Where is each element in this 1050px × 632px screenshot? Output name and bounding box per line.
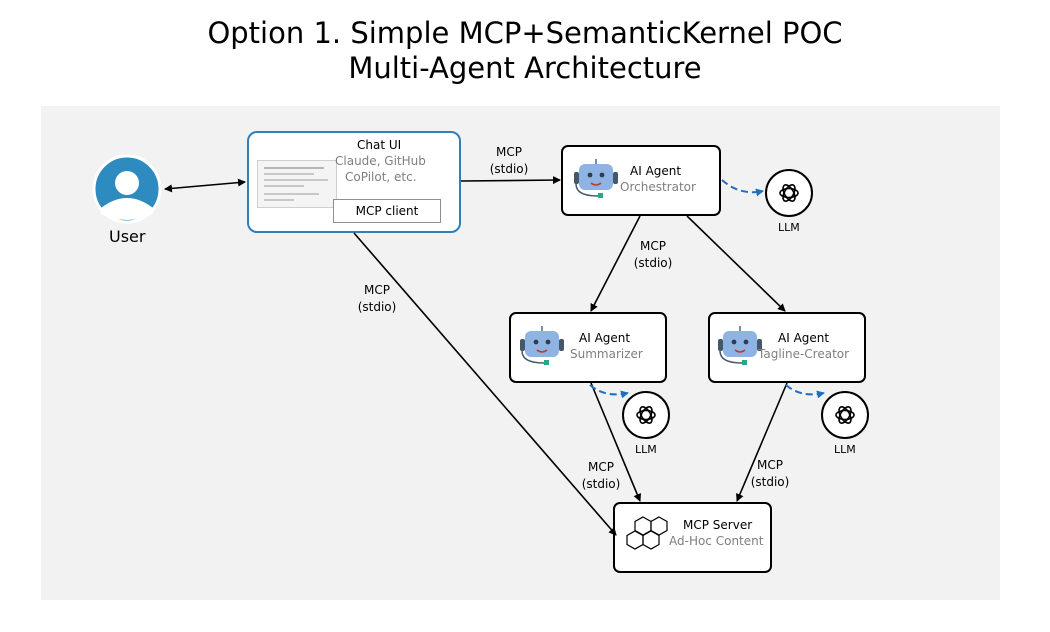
llm-orchestrator-label: LLM <box>778 221 800 234</box>
chat-server-connector <box>353 232 617 536</box>
chat-ui-box: Chat UI Claude, GitHub CoPilot, etc. MCP… <box>247 131 461 233</box>
summarizer-title: AI Agent <box>579 331 631 345</box>
edge-label-tagline-server: MCP(stdio) <box>750 458 790 489</box>
mcp-client-box: MCP client <box>333 199 441 223</box>
page-title: Option 1. Simple MCP+SemanticKernel POC <box>207 16 843 50</box>
edge-label-orchestrator-agents: MCP(stdio) <box>633 239 673 270</box>
chat-ui-title: Chat UI <box>357 138 402 152</box>
llm-tagline-openai-icon <box>821 391 869 439</box>
mcp-server-box <box>613 502 772 573</box>
chat-orchestrator-connector <box>460 176 561 185</box>
user-label: User <box>109 227 146 246</box>
llm-summarizer-label: LLM <box>635 443 657 456</box>
tagline-server-connector <box>736 382 788 502</box>
user-chat-connector <box>164 178 246 193</box>
summarizer-llm-link <box>589 384 629 399</box>
chat-ui-subtitle-2: CoPilot, etc. <box>345 170 417 184</box>
llm-orchestrator-openai-icon <box>765 169 813 217</box>
orchestrator-title: AI Agent <box>630 164 682 178</box>
user-icon <box>92 154 162 224</box>
llm-tagline-label: LLM <box>834 443 856 456</box>
summarizer-role: Summarizer <box>570 347 643 361</box>
tagline-llm-link <box>785 384 825 399</box>
mcp-server-hexagon-cluster-icon <box>626 516 668 550</box>
tagline-robot-icon <box>718 326 762 365</box>
edge-label-chat-orchestrator: MCP(stdio) <box>489 145 529 176</box>
mcp-server-subtitle: Ad-Hoc Content <box>669 534 764 548</box>
chat-ui-screenshot <box>257 160 337 208</box>
summarizer-robot-icon <box>520 326 564 365</box>
edge-label-summarizer-server: MCP(stdio) <box>581 460 621 491</box>
tagline-role: Tagline-Creator <box>758 347 850 361</box>
page-subtitle: Multi-Agent Architecture <box>348 51 702 85</box>
orchestrator-robot-icon <box>574 159 618 198</box>
chat-ui-subtitle-1: Claude, GitHub <box>335 154 426 168</box>
orchestrator-llm-link <box>721 179 764 197</box>
summarizer-server-connector <box>590 382 642 502</box>
mcp-server-title: MCP Server <box>683 518 753 532</box>
orchestrator-summarizer-connector <box>590 215 641 312</box>
tagline-title: AI Agent <box>778 331 830 345</box>
orchestrator-role: Orchestrator <box>620 180 696 194</box>
edge-label-chat-server: MCP(stdio) <box>357 283 397 314</box>
mcp-client-label: MCP client <box>355 204 419 218</box>
orchestrator-tagline-connector <box>686 215 786 312</box>
llm-summarizer-openai-icon <box>622 391 670 439</box>
